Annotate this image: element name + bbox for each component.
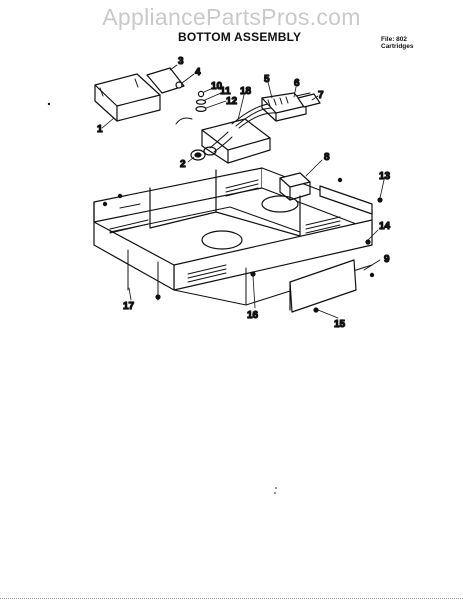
callout-2: 2	[180, 159, 186, 170]
page-bottom-border	[0, 598, 463, 599]
part-bracket-channel	[94, 73, 161, 122]
callout-7: 7	[318, 90, 324, 101]
file-category: Cartridges	[381, 43, 414, 50]
callout-13: 13	[379, 171, 391, 182]
callout-11: 11	[220, 86, 231, 97]
part-cover-plate	[146, 67, 185, 94]
callout-5: 5	[264, 74, 270, 85]
callout-18: 18	[240, 86, 252, 97]
screws	[102, 177, 383, 313]
stray-marks	[47, 102, 277, 494]
callout-16: 16	[247, 310, 259, 321]
part-transformer-box	[201, 118, 271, 164]
callout-1: 1	[97, 124, 103, 135]
part-front-panel	[289, 259, 357, 313]
callout-leaders	[101, 64, 385, 319]
callout-4: 4	[195, 67, 201, 78]
diagram-title: BOTTOM ASSEMBLY	[178, 30, 302, 44]
callout-17: 17	[123, 301, 135, 312]
callout-10: 10	[211, 81, 223, 92]
part-screw-4	[175, 81, 183, 89]
file-number: File: 802	[381, 36, 408, 43]
part-washer-stack	[195, 90, 207, 112]
part-motor	[190, 146, 217, 161]
part-plug	[295, 92, 321, 108]
wire-harness	[175, 103, 277, 153]
callout-14: 14	[379, 221, 391, 232]
watermark: AppliancePartsPros.com	[102, 4, 361, 30]
callout-6: 6	[294, 78, 300, 89]
callout-9: 9	[384, 254, 390, 265]
callout-3: 3	[178, 56, 184, 67]
file-info: File: 802 Cartridges	[381, 36, 414, 50]
part-chassis-pan	[93, 167, 373, 306]
callout-8: 8	[324, 152, 330, 163]
callout-15: 15	[334, 319, 346, 330]
callout-12: 12	[226, 96, 238, 107]
